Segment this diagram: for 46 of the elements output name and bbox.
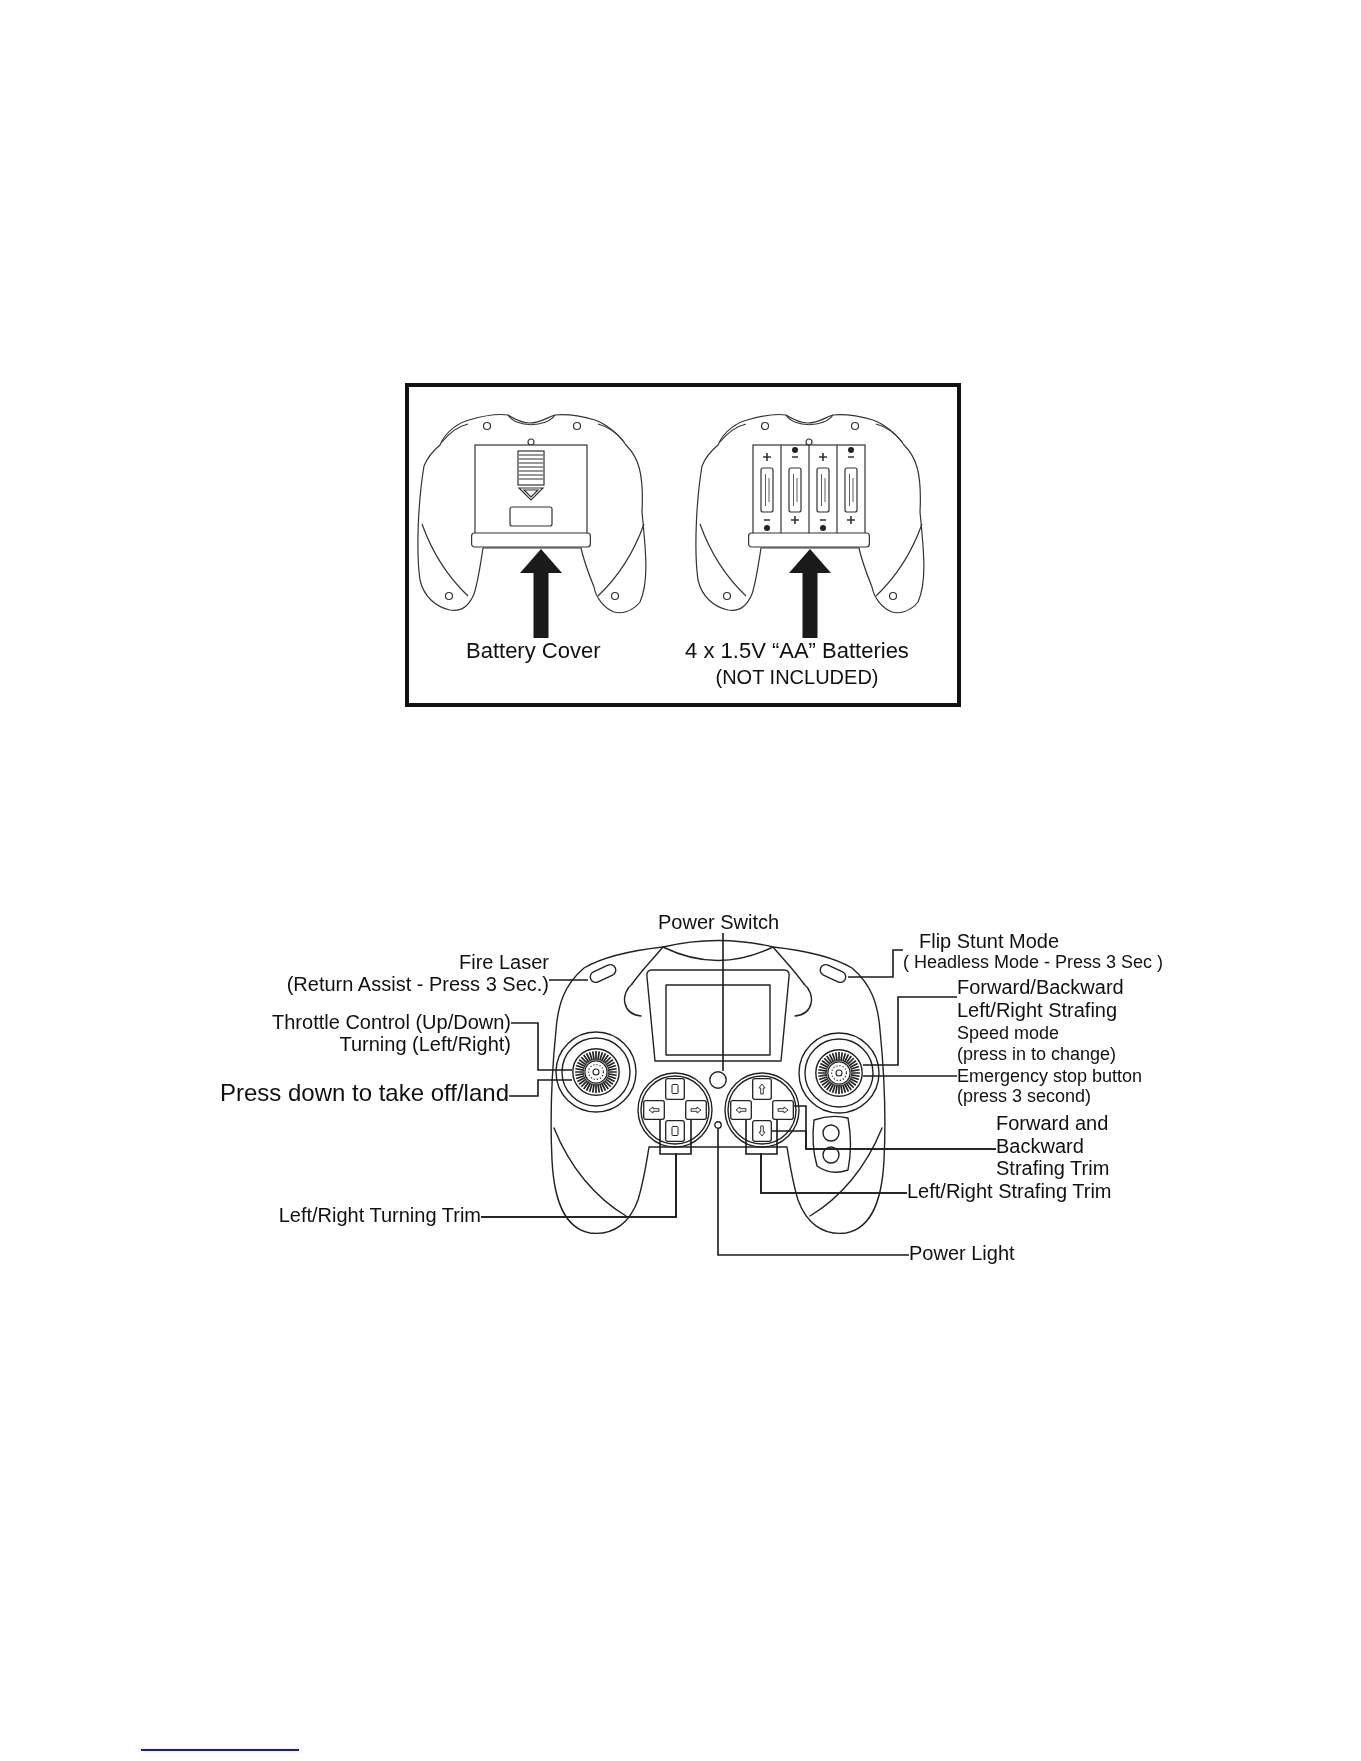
callout-label: Forward and Backward Strafing Trim xyxy=(996,1112,1111,1180)
thumbstick xyxy=(572,1048,620,1096)
leader-line xyxy=(508,1079,573,1097)
callout-label: Emergency stop button xyxy=(957,1066,1143,1086)
caption-text: Battery Cover xyxy=(466,638,601,664)
battery-panel xyxy=(405,383,961,707)
leader-line xyxy=(862,1075,958,1077)
block-arrow xyxy=(520,549,562,638)
callout-label: Throttle Control (Up/Down) xyxy=(272,1011,511,1033)
callout-label: Flip Stunt Mode xyxy=(919,930,1060,952)
note-text: (press in to change) xyxy=(957,1044,1117,1065)
dpad-button xyxy=(752,1078,772,1100)
callout-label: (Return Assist - Press 3 Sec.) xyxy=(286,973,549,995)
battery-pack-drawing xyxy=(748,438,870,549)
dpad-button xyxy=(643,1100,665,1120)
callout-label: ( Headless Mode - Press 3 Sec ) xyxy=(903,952,1164,973)
callout-label: Turning (Left/Right) xyxy=(339,1033,511,1055)
leader-line xyxy=(510,1022,573,1071)
power-switch xyxy=(709,1071,727,1089)
dpad-button xyxy=(665,1078,685,1100)
dpad-button xyxy=(752,1120,772,1142)
leader-line xyxy=(548,979,589,981)
callout-label: (press 3 second) xyxy=(957,1086,1092,1106)
leader-line xyxy=(862,996,958,1066)
dpad-button xyxy=(665,1120,685,1142)
leader-line xyxy=(717,1128,910,1256)
status-dot-icon xyxy=(714,1121,722,1129)
battery-cover-drawing xyxy=(471,438,591,549)
callout-label: Press down to take off/land xyxy=(219,1079,509,1106)
block-arrow xyxy=(789,549,831,638)
dpad-button xyxy=(730,1100,752,1120)
dpad-button xyxy=(685,1100,707,1120)
callout-label: Left/Right Turning Trim xyxy=(278,1204,481,1226)
leader-line xyxy=(847,949,904,978)
callout-label: Fire Laser xyxy=(458,951,549,973)
callout-label: Forward/Backward xyxy=(957,976,1124,999)
note-text: Speed mode xyxy=(957,1023,1060,1044)
dpad-button xyxy=(772,1100,794,1120)
caption-text: (NOT INCLUDED) xyxy=(715,665,879,690)
thumbstick xyxy=(815,1049,863,1097)
callout-label: Left/Right Strafing xyxy=(957,999,1118,1022)
leader-line xyxy=(771,1130,997,1150)
callout-label: Left/Right Strafing Trim xyxy=(907,1180,1112,1202)
callout-label: Power Switch xyxy=(658,911,780,933)
callout-label: Power Light xyxy=(909,1242,1015,1264)
caption-text: 4 x 1.5V “AA” Batteries xyxy=(685,638,909,664)
